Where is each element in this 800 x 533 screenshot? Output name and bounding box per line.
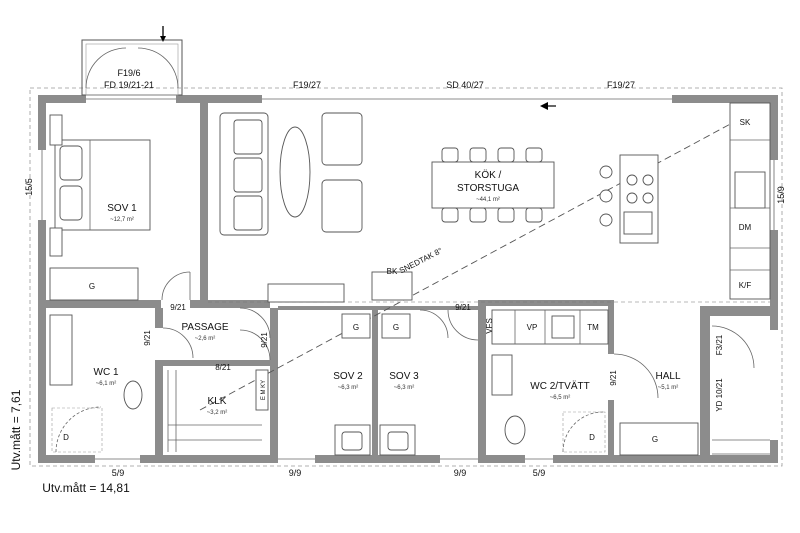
room-hall-area: ~5,1 m² bbox=[658, 385, 679, 391]
sofa-set bbox=[219, 112, 363, 236]
french-door-balcony bbox=[81, 26, 183, 96]
room-kok-line1: KÖK / bbox=[475, 169, 502, 181]
room-sov1-name: SOV 1 bbox=[107, 203, 137, 214]
bk-sink bbox=[371, 271, 413, 301]
room-sov2-name: SOV 2 bbox=[333, 371, 363, 382]
label-g-sov2: G bbox=[353, 323, 359, 332]
label-window-east: 15/9 bbox=[776, 186, 786, 204]
room-wc2-name: WC 2/TVÄTT bbox=[530, 380, 589, 392]
door-label-klk: 8/21 bbox=[215, 363, 231, 372]
room-passage-area: ~2,6 m² bbox=[195, 336, 216, 342]
label-fd: FD 19/21-21 bbox=[104, 80, 154, 90]
label-sk: SK bbox=[740, 118, 751, 127]
label-klk-items: E M KY bbox=[261, 380, 267, 400]
label-front-door: YD 10/21 bbox=[715, 378, 724, 412]
door-label-3: 9/21 bbox=[143, 330, 152, 346]
kitchen-counter bbox=[729, 102, 771, 300]
label-dm: DM bbox=[739, 223, 752, 232]
kitchen-island bbox=[599, 154, 659, 244]
room-kok-line2: STORSTUGA bbox=[457, 183, 519, 194]
room-wc1-name: WC 1 bbox=[94, 367, 119, 378]
label-window-hall: F3/21 bbox=[715, 334, 724, 355]
room-wc2-area: ~6,5 m² bbox=[550, 395, 571, 401]
room-klk-area: ~3,2 m² bbox=[207, 410, 228, 416]
interior-walls bbox=[46, 103, 770, 463]
room-sov3-area: ~6,3 m² bbox=[394, 385, 415, 391]
wc2-toilet bbox=[504, 415, 526, 445]
roof-outline bbox=[29, 87, 783, 467]
fireplace-bench bbox=[267, 283, 345, 303]
laundry-counter bbox=[491, 309, 609, 396]
room-wc1-area: ~6,1 m² bbox=[96, 381, 117, 387]
room-kok-area: ~44,1 m² bbox=[476, 197, 500, 203]
room-passage-name: PASSAGE bbox=[181, 322, 228, 333]
label-window-right: F19/27 bbox=[607, 80, 635, 90]
label-snedtak: SNEDTAK 8° bbox=[398, 246, 444, 275]
dimension-horizontal: Utv.mått = 14,81 bbox=[42, 481, 130, 495]
label-f196: F19/6 bbox=[117, 68, 140, 78]
label-window-s3: 9/9 bbox=[454, 468, 467, 478]
hall-wardrobe bbox=[619, 422, 699, 456]
label-window-west: 15/5 bbox=[24, 178, 34, 196]
label-vfs: VFS bbox=[485, 318, 494, 334]
room-sov2-area: ~6,3 m² bbox=[338, 385, 359, 391]
dimension-vertical: Utv.mått = 7,61 bbox=[9, 389, 23, 470]
room-sov3-name: SOV 3 bbox=[389, 371, 419, 382]
dining-table bbox=[431, 147, 555, 223]
door-label-1: 9/21 bbox=[170, 303, 186, 312]
label-g-sov1: G bbox=[89, 282, 95, 291]
door-label-4: 9/21 bbox=[260, 332, 269, 348]
label-window-left: F19/27 bbox=[293, 80, 321, 90]
wc1-counter bbox=[49, 314, 73, 386]
label-kf: K/F bbox=[739, 281, 752, 290]
door-label-2: 9/21 bbox=[455, 303, 471, 312]
label-tm: TM bbox=[587, 323, 599, 332]
label-window-s4: 5/9 bbox=[533, 468, 546, 478]
window-openings bbox=[38, 95, 778, 463]
klk-shelves bbox=[167, 369, 269, 452]
label-d-wc2: D bbox=[589, 433, 595, 442]
snedtak-line bbox=[199, 107, 761, 411]
door-label-5: 9/21 bbox=[609, 370, 618, 386]
label-window-s2: 9/9 bbox=[289, 468, 302, 478]
label-sliding-door: SD 40/27 bbox=[446, 80, 484, 90]
label-window-s1: 5/9 bbox=[112, 468, 125, 478]
label-bk: BK bbox=[387, 267, 398, 276]
wc1-toilet bbox=[123, 380, 143, 410]
room-sov1-area: ~12,7 m² bbox=[110, 217, 134, 223]
label-g-sov3: G bbox=[393, 323, 399, 332]
label-vp: VP bbox=[527, 323, 538, 332]
label-d-wc1: D bbox=[63, 433, 69, 442]
wardrobe bbox=[49, 267, 139, 301]
single-beds bbox=[334, 313, 416, 456]
room-hall-name: HALL bbox=[655, 371, 680, 382]
label-g-hall: G bbox=[652, 435, 658, 444]
room-klk-name: KLK bbox=[208, 396, 227, 407]
door-swing bbox=[161, 271, 191, 301]
double-bed bbox=[49, 114, 151, 257]
